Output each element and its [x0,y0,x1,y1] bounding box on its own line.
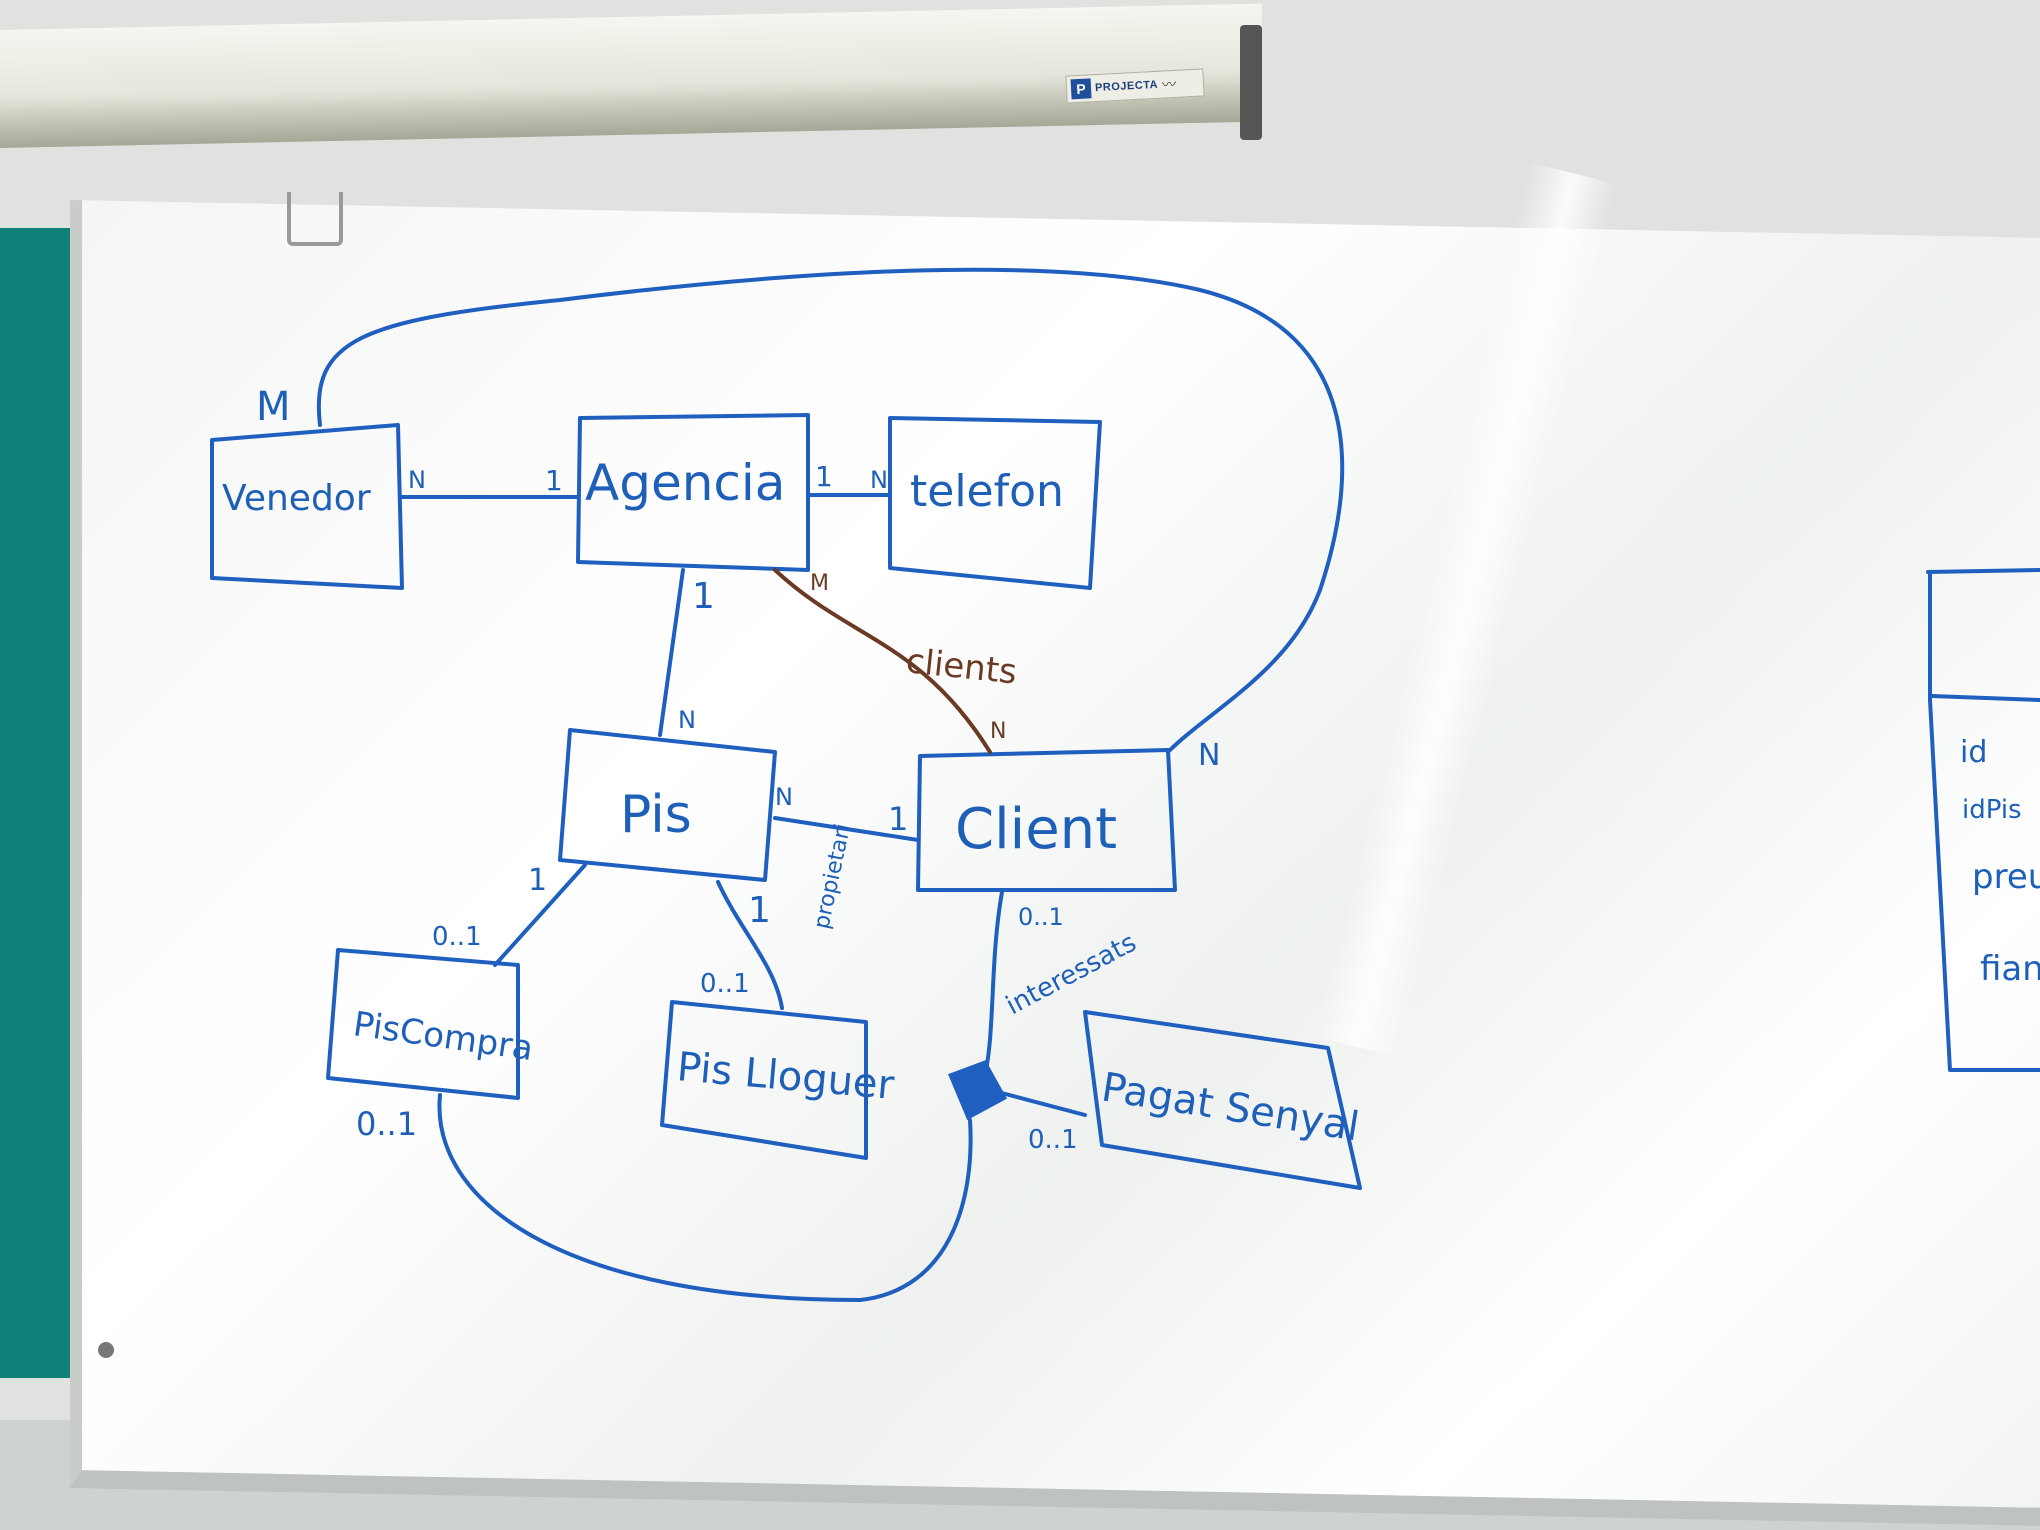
box-pis-lloguer [660,1000,868,1160]
box-telefon [888,416,1102,590]
line-agencia-pis [658,568,685,737]
card-client-interessats-01: 0..1 [1018,903,1064,931]
box-venedor [210,423,404,590]
card-venedor-agencia-n: N [408,466,426,494]
card-pis-lloguer-01: 0..1 [700,969,750,999]
entity-client: Client [955,797,1117,862]
entity-agencia: Agencia [585,454,785,512]
relationship-propietari: propietari [809,822,856,932]
card-pis-compra-01: 0..1 [432,922,482,952]
screen-hook-icon [287,192,343,246]
side-table-row-2: preu [1972,857,2040,897]
card-agencia-telefon-1: 1 [815,460,833,493]
card-agencia-clients-m: M [810,571,829,596]
entity-telefon: telefon [910,466,1064,517]
side-table-box [1926,568,2040,1072]
line-venedor-client-loop [316,267,1345,754]
line-pis-client-propietari [773,816,920,842]
box-pis [558,728,777,882]
entity-pis-compra: PisCompra [351,1004,536,1069]
entity-pagat-senyal: Pagat Senyal [1098,1064,1362,1150]
card-pis-top-n: N [678,706,696,734]
card-pis-compra-loop-01: 0..1 [356,1105,417,1143]
hatched-association-node [948,1060,1008,1121]
card-pis-client-1: 1 [888,800,908,838]
entity-venedor: Venedor [222,478,371,519]
card-client-loop-n: N [1198,738,1220,773]
card-agencia-telefon-n: N [870,466,888,494]
relationship-interessats: interessats [1001,928,1141,1022]
line-pagat-senyal-link [996,1090,1087,1117]
card-venedor-agencia-1: 1 [545,464,563,497]
box-client [916,748,1177,892]
card-pagat-senyal-01: 0..1 [1028,1125,1078,1155]
side-table-row-1: idPis [1962,795,2022,825]
line-pis-pis-lloguer [716,880,784,1010]
relationship-clients: clients [904,641,1019,692]
card-venedor-top-m: M [256,384,291,430]
card-pis-compra-1: 1 [528,863,547,898]
line-client-interessats [983,890,1004,1077]
side-table-row-3: fian [1980,949,2040,989]
entity-pis: Pis [620,785,692,845]
card-pis-client-n: N [775,783,793,811]
card-agencia-pis-1: 1 [692,576,715,617]
magnet-icon [98,1342,114,1358]
entity-pis-lloguer: Pis Lloguer [675,1044,896,1109]
box-pagat-senyal [1083,1010,1362,1190]
card-clients-client-n: N [990,719,1006,744]
side-table-row-0: id [1960,735,1987,770]
box-agencia [576,413,810,572]
card-pis-lloguer-1: 1 [748,890,771,931]
box-pis-compra [326,948,520,1100]
line-pis-pis-compra [493,863,587,967]
line-pis-compra-loop [437,1093,973,1302]
projector-screen-endcap [1240,25,1262,140]
line-agencia-client-clients [773,568,992,754]
wall-teal-panel [0,228,72,1378]
